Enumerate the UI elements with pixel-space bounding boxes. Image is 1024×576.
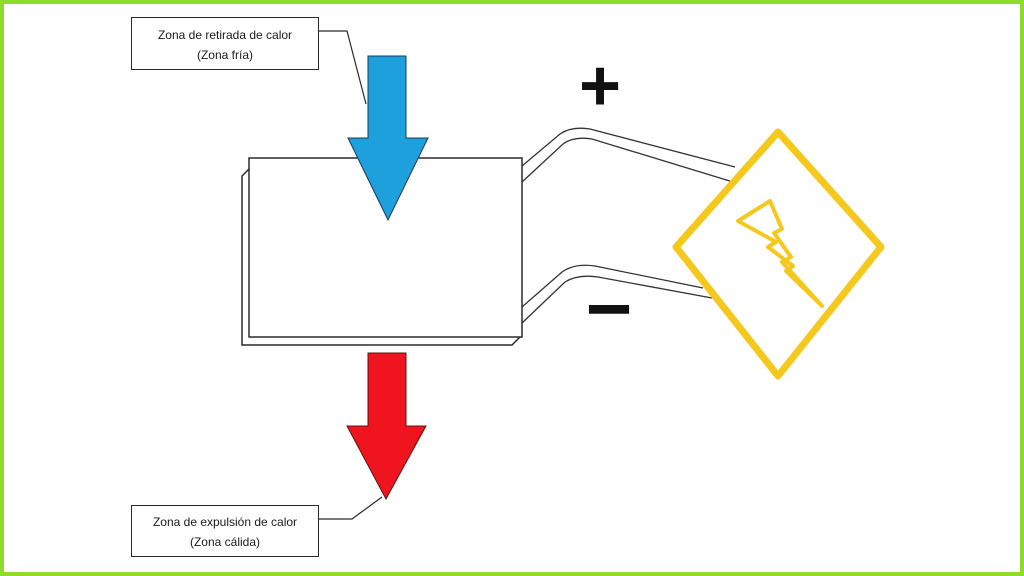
hot-zone-leader-line: [319, 496, 383, 520]
hot-zone-title: Zona de expulsión de calor: [152, 515, 298, 529]
hot-zone-callout: Zona de expulsión de calor (Zona cálida): [131, 505, 319, 557]
high-voltage-diamond-icon: [672, 128, 885, 380]
cold-zone-callout: Zona de retirada de calor (Zona fría): [131, 17, 319, 70]
cold-zone-title: Zona de retirada de calor: [157, 28, 293, 42]
hot-zone-subtitle: (Zona cálida): [189, 535, 261, 549]
wire-positive: [521, 127, 736, 183]
cold-zone-arrow: [347, 55, 429, 222]
cold-zone-leader-line: [319, 30, 367, 105]
power-source-diamond: [672, 128, 885, 380]
cold-zone-subtitle: (Zona fría): [196, 48, 253, 62]
wire-negative: [521, 264, 713, 324]
positive-terminal-sign: +: [579, 46, 621, 126]
lightning-bolt-icon: [736, 199, 824, 308]
hot-zone-arrow: [346, 352, 427, 501]
negative-terminal-sign: −: [586, 264, 633, 353]
